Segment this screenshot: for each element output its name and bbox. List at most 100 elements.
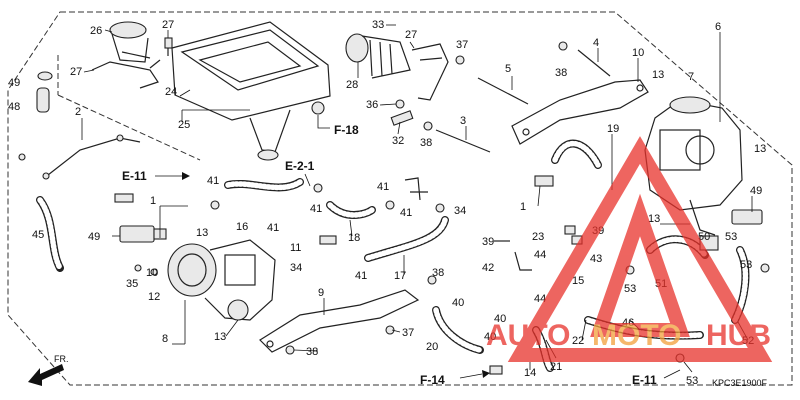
nut-part-38-mid [423,121,433,131]
callout-13-low: 13 [214,331,226,343]
front-label: FR. [54,354,69,364]
callout-34-left: 34 [290,262,302,274]
callout-27-left: 27 [70,66,82,78]
callout-38-top: 38 [555,67,567,79]
ref-f14: F-14 [420,373,445,387]
callout-17: 17 [394,270,406,282]
funnel-part-26 [109,21,151,63]
bracket-part-9 [259,289,420,353]
watermark-part1: AUTO [486,319,570,352]
stud-part-3 [435,129,491,153]
callout-15: 15 [572,275,584,287]
callout-38-mid: 38 [420,137,432,149]
callout-40-mid: 40 [494,313,506,325]
watermark-logo: AUTO MOTO HUB [486,136,773,362]
callout-16: 16 [236,221,248,233]
air-chamber [171,21,331,161]
bracket-part-10 [511,79,649,145]
callout-53-mid: 53 [624,283,636,295]
warning-triangle-icon [507,136,773,362]
callout-25: 25 [178,119,190,131]
callout-47: 48 [8,101,20,113]
stud-part-4 [577,49,611,77]
callout-13-left: 13 [196,227,208,239]
callout-labels: 26 27 27 49 48 24 25 2 33 27 37 28 36 32… [8,19,766,387]
solenoid-part-49-right [731,209,763,225]
callout-11: 11 [290,242,301,254]
diagram-code: KPC3E1900F [712,378,768,388]
callout-45: 45 [32,229,44,241]
callout-40-low: 40 [484,331,496,343]
callout-37-low: 37 [402,327,414,339]
callout-33-top: 27 [162,19,174,31]
callout-1-left: 1 [150,195,156,207]
callout-32: 32 [392,135,404,147]
callout-41-a: 41 [207,175,219,187]
stud-part-5 [477,77,529,105]
callout-3: 3 [460,115,466,127]
ref-e11-top: E-11 [122,169,147,183]
callout-36: 36 [366,99,378,111]
linkage-part-2 [18,134,141,180]
callout-24: 24 [165,86,177,98]
callout-50: 50 [698,231,710,243]
callout-19: 19 [607,123,619,135]
callout-9: 9 [318,287,324,299]
ref-f18: F-18 [334,123,359,137]
callout-41-e: 41 [377,181,389,193]
callout-41-d: 41 [355,270,367,282]
nut-part-38-top [558,41,568,51]
callout-10: 10 [632,47,644,59]
callout-41-c: 41 [310,203,322,215]
callout-18: 18 [348,232,360,244]
callout-53-right-a: 53 [725,231,737,243]
callout-20: 20 [426,341,438,353]
callout-39-left: 39 [482,236,494,248]
callout-28: 28 [346,79,358,91]
callout-42: 42 [482,262,494,274]
callout-6: 6 [715,21,721,33]
callout-53-right-b: 53 [740,259,752,271]
callout-34-right: 34 [454,205,466,217]
bracket-part-27-right [411,43,449,101]
callout-53-bottom: 53 [686,375,698,387]
front-arrow-icon: FR. [28,354,69,386]
bolt-part-33-top [164,37,173,56]
callout-49-left: 49 [88,231,100,243]
callout-13-top: 13 [652,69,664,81]
callout-27-right: 27 [405,29,417,41]
part-48 [37,71,53,81]
callout-22: 22 [572,335,584,347]
assembly-frame [7,11,793,386]
callout-2: 2 [75,106,81,118]
callout-21: 21 [550,361,562,373]
ref-e21: E-2-1 [285,159,315,173]
carburetor-part-8 [167,239,276,321]
callout-14: 14 [524,367,536,379]
reference-codes: E-11 E-2-1 F-18 F-14 E-11 [122,115,681,387]
callout-26: 26 [90,25,102,37]
callout-4: 4 [593,37,599,49]
callout-37-top: 37 [456,39,468,51]
callout-5: 5 [505,63,511,75]
callout-41-b: 41 [267,222,279,234]
callout-13-mid: 13 [648,213,660,225]
callout-12: 12 [148,291,160,303]
callout-49-right: 49 [750,185,762,197]
callout-33-right: 33 [372,19,384,31]
intake-boot-part-28 [345,33,411,79]
watermark-part3: HUB [706,319,771,352]
callout-10-low: 10 [146,267,158,279]
nut-part-37-top [455,55,465,65]
ref-e11-bottom: E-11 [632,373,657,387]
leader-lines [81,24,753,373]
clamp-part-27-left [91,59,161,89]
callout-1-mid: 1 [520,201,526,213]
callout-7: 7 [688,71,694,83]
callout-44-top: 44 [534,249,546,261]
callout-43: 43 [590,253,602,265]
watermark-part2: MOTO [592,319,681,352]
callout-13-right: 13 [754,143,766,155]
callout-48: 49 [8,77,20,89]
